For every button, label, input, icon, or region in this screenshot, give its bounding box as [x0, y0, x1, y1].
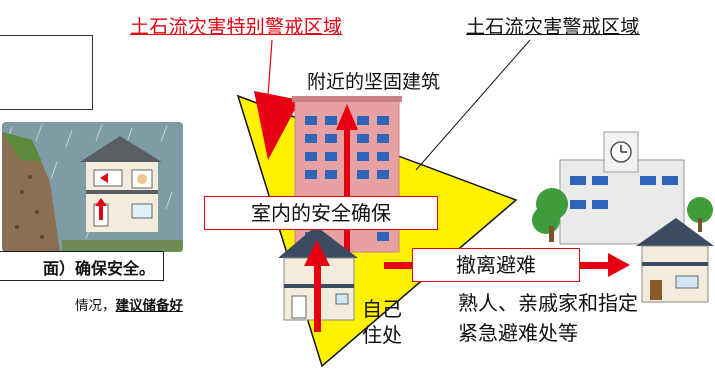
special-zone-leader [267, 39, 273, 97]
landslide-icon [2, 132, 60, 252]
destination-house-icon [636, 218, 714, 303]
safety-bar: 面）确保安全。 [0, 251, 164, 281]
own-home-line1: 自己 [362, 297, 402, 321]
indoor-safety-arrow [304, 240, 330, 332]
note-bold: 建议储备好 [115, 298, 184, 314]
evacuation-arrow [384, 253, 630, 277]
evacuation-box: 撤离避难 [412, 248, 580, 282]
vertical-evacuation-arrow [336, 104, 358, 252]
warning-zone-title: 土石流灾害警戒区域 [466, 16, 640, 38]
destination-label: 熟人、亲戚家和指定 紧急避难处等 [458, 288, 713, 348]
text-frame [0, 35, 93, 110]
safety-bar-text: 面）确保安全。 [42, 259, 155, 278]
warning-zone-leader [415, 39, 531, 171]
note-plain: 情况， [75, 298, 116, 314]
own-home-line2: 住处 [362, 323, 402, 347]
landslide-illustration [2, 122, 183, 252]
special-zone-triangle [254, 91, 300, 160]
own-home-label: 自己 住处 [356, 296, 408, 348]
destination-line1: 熟人、亲戚家和指定 [458, 291, 638, 315]
note-text: 情况，建议储备好 [0, 294, 183, 320]
destination-line2: 紧急避难处等 [458, 321, 578, 345]
tree-icon [532, 188, 713, 242]
special-zone-title: 土石流灾害特别警戒区域 [130, 16, 343, 38]
indoor-safety-box: 室内的安全确保 [204, 196, 438, 230]
nearby-building-label: 附近的坚固建筑 [307, 71, 441, 93]
